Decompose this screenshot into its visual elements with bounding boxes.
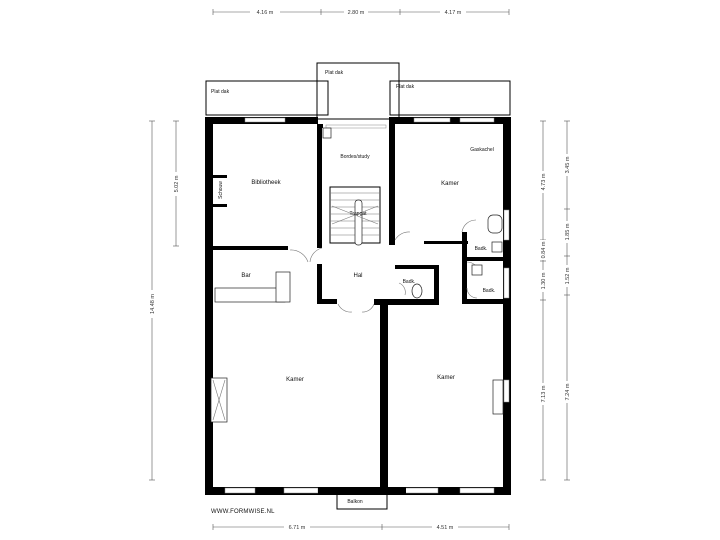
dim-right-inner-1: 4.73 m [541, 173, 547, 190]
dim-right-inner-4: 7.13 m [541, 385, 547, 402]
left-dimension: 14.48 m 5.02 m [148, 120, 180, 481]
dim-left-upper: 5.02 m [174, 175, 180, 192]
label-bibliotheek: Bibliotheek [251, 180, 281, 186]
interior-walls [210, 117, 504, 487]
bathroom-fixtures [322, 127, 503, 299]
room-labels: Bibliotheek Schouw Bordes/study Trapgat … [218, 147, 495, 383]
label-badk-2: Badk. [403, 279, 416, 285]
label-plat-dak-right: Plat dak [396, 84, 415, 90]
doors [289, 219, 480, 313]
label-plat-dak-center: Plat dak [325, 70, 344, 76]
right-dimension: 4.73 m 0.84 m 1.30 m 7.13 m 3.45 m 1.85 … [539, 120, 571, 481]
dim-right-outer-2: 1.85 m [565, 223, 571, 240]
dim-top-right: 4.17 m [445, 10, 462, 16]
dim-bottom-left: 6.71 m [289, 525, 306, 531]
dim-right-inner-2: 0.84 m [541, 241, 547, 258]
dim-right-inner-3: 1.30 m [541, 272, 547, 289]
label-balkon: Balkon [347, 499, 363, 505]
top-dimension: 4.16 m 2.80 m 4.17 m [212, 8, 510, 16]
label-bordes: Bordes/study [340, 154, 370, 160]
dim-right-outer-3: 1.52 m [565, 267, 571, 284]
label-schouw: Schouw [218, 181, 224, 199]
dim-top-left: 4.16 m [257, 10, 274, 16]
label-kamer-right: Kamer [437, 375, 455, 381]
label-kamer-left: Kamer [286, 377, 304, 383]
bottom-dimension: 6.71 m 4.51 m [212, 523, 510, 531]
dim-right-outer-4: 7.24 m [565, 383, 571, 400]
label-kamer-top-right: Kamer [441, 181, 459, 187]
staircase [329, 186, 381, 246]
dim-top-center: 2.80 m [348, 10, 365, 16]
exterior-walls [205, 117, 511, 495]
dim-right-outer-1: 3.45 m [565, 156, 571, 173]
label-gaskachel: Gaskachel [470, 147, 494, 153]
label-bar: Bar [241, 273, 250, 279]
balkon: Balkon [318, 487, 406, 510]
label-badk-3: Badk. [483, 288, 496, 294]
credit-text: WWW.FORMWISE.NL [211, 509, 275, 515]
label-trapgat: Trapgat [349, 211, 367, 217]
dim-bottom-right: 4.51 m [437, 525, 454, 531]
dim-left-total: 14.48 m [150, 294, 156, 314]
label-badk-1: Badk. [475, 246, 488, 252]
label-hal: Hal [353, 273, 362, 279]
roof-outlines: Plat dak Plat dak Plat dak [205, 62, 511, 120]
label-plat-dak-left: Plat dak [211, 89, 230, 95]
windows [224, 117, 510, 494]
